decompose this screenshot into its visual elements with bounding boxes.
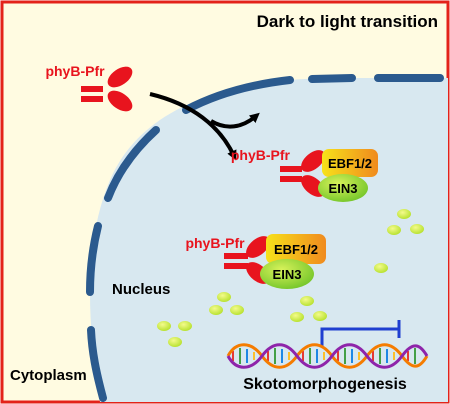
nuclear-envelope [86,74,444,402]
phyb-label-3: phyB-Pfr [185,235,245,251]
inhibition-symbol [320,320,401,346]
ein3-oval-1 [318,174,368,202]
ebf-box-1 [322,149,378,177]
cytoplasm-label: Cytoplasm [10,367,87,384]
ebf-label-2: EBF1/2 [274,242,318,257]
green-dots [157,209,424,347]
ein3-oval-2 [260,259,314,289]
title-text: Dark to light transition [257,12,438,31]
nucleus-label: Nucleus [112,281,170,298]
ebf-box-2 [266,234,326,264]
phyb-cytoplasm: phyB-Pfr [45,63,133,112]
dna-helix [226,343,429,369]
phyb-label-1: phyB-Pfr [45,63,105,79]
phyb-label-2: phyB-Pfr [231,147,291,163]
ein3-label-1: EIN3 [329,181,358,196]
ein3-label-2: EIN3 [273,267,302,282]
complex-lower: phyB-Pfr EBF1/2 EIN3 [185,234,326,289]
complex-upper: phyB-Pfr EBF1/2 EIN3 [231,147,378,202]
import-arrow [149,92,260,161]
outcome-label: Skotomorphogenesis [243,376,407,393]
ebf-label-1: EBF1/2 [328,156,372,171]
